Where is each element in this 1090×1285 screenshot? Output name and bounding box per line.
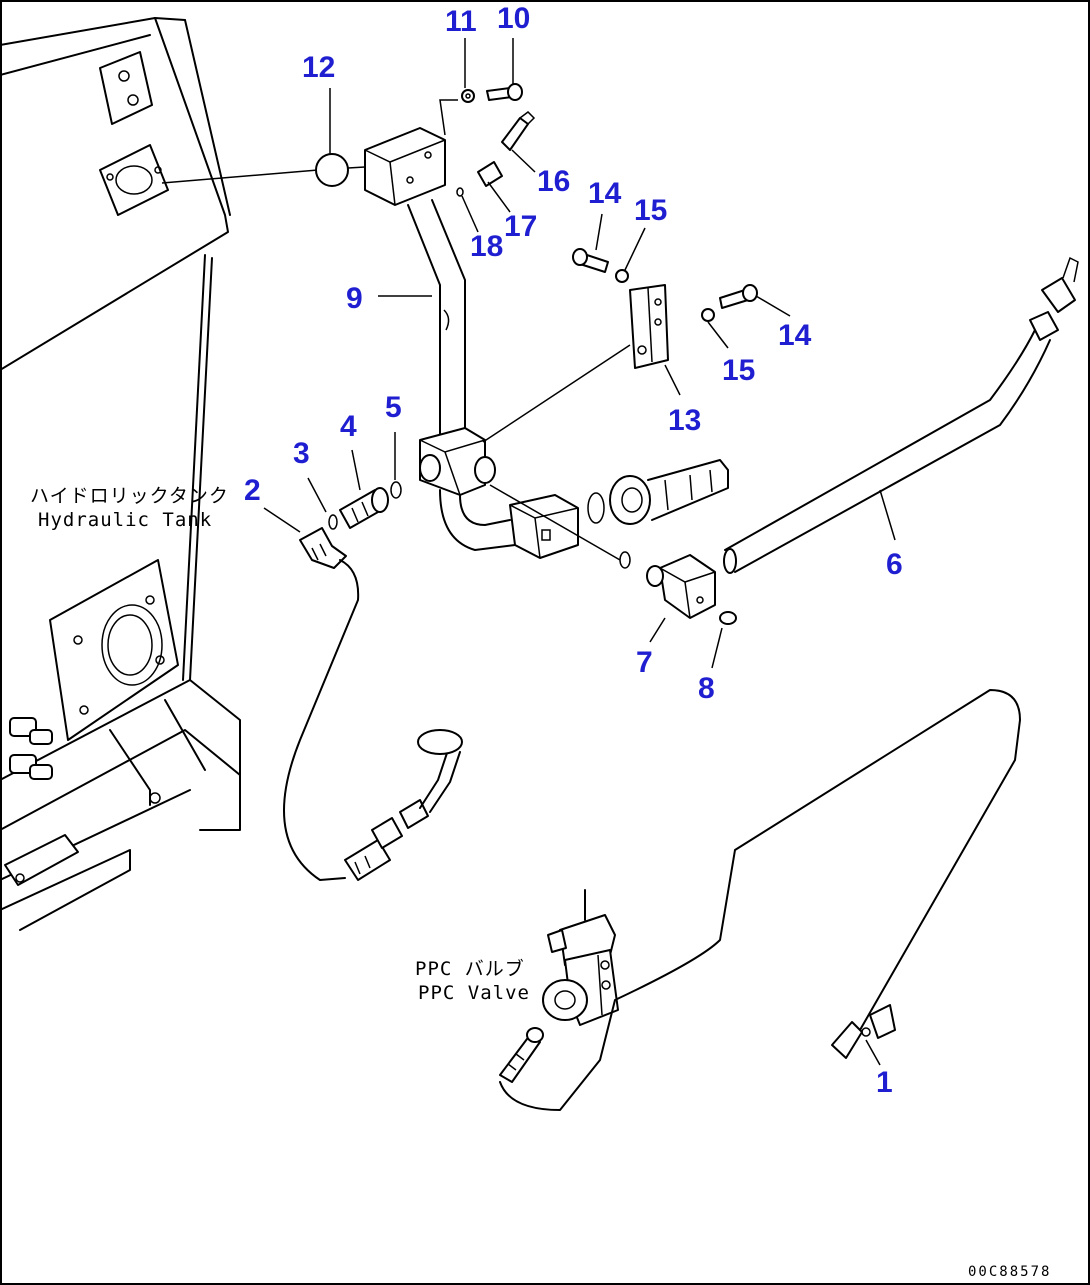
hose-6 bbox=[723, 256, 1079, 574]
callout-9: 9 bbox=[346, 282, 363, 315]
ppc-valve-label-jp: PPC バルブ bbox=[415, 957, 525, 980]
pipe-assembly bbox=[364, 127, 579, 559]
callout-6: 6 bbox=[886, 548, 903, 581]
ppc-valve-label-en: PPC Valve bbox=[418, 982, 530, 1004]
bracket-13 bbox=[629, 284, 669, 369]
hardware bbox=[299, 83, 758, 569]
callout-14-lower: 14 bbox=[778, 319, 812, 352]
ppc-valve bbox=[499, 689, 1021, 1111]
drawing-code: 00C88578 bbox=[968, 1264, 1051, 1280]
callout-12: 12 bbox=[302, 51, 335, 84]
callout-18: 18 bbox=[470, 230, 503, 263]
callout-17: 17 bbox=[504, 210, 537, 243]
callout-12-marker bbox=[315, 153, 349, 187]
callout-15-lower: 15 bbox=[722, 354, 755, 387]
hose-flange bbox=[587, 459, 729, 525]
callout-2: 2 bbox=[244, 474, 261, 507]
hydraulic-tank bbox=[0, 17, 231, 681]
callout-5: 5 bbox=[385, 391, 402, 424]
hydraulic-tank-label-jp: ハイドロリックタンク bbox=[30, 485, 229, 507]
pilot-hose bbox=[283, 559, 463, 881]
callout-16: 16 bbox=[537, 165, 570, 198]
callout-1: 1 bbox=[876, 1066, 893, 1099]
callout-15-upper: 15 bbox=[634, 194, 667, 227]
callout-14-upper: 14 bbox=[588, 177, 622, 210]
callout-13: 13 bbox=[668, 404, 701, 437]
callouts: 11 10 12 16 17 18 14 15 14 15 9 13 5 4 3… bbox=[244, 2, 903, 1099]
callout-8: 8 bbox=[698, 672, 715, 705]
callout-3: 3 bbox=[293, 437, 310, 470]
text-labels: ハイドロリックタンク Hydraulic Tank PPC バルブ PPC Va… bbox=[30, 485, 1051, 1280]
callout-7: 7 bbox=[636, 646, 653, 679]
valve-block-7 bbox=[619, 551, 737, 625]
hydraulic-tank-label-en: Hydraulic Tank bbox=[38, 509, 212, 531]
leader-lines bbox=[161, 38, 896, 1066]
callout-10: 10 bbox=[497, 2, 530, 35]
frame-bracket bbox=[0, 559, 241, 931]
callout-4: 4 bbox=[340, 410, 357, 443]
callout-11: 11 bbox=[445, 5, 477, 38]
